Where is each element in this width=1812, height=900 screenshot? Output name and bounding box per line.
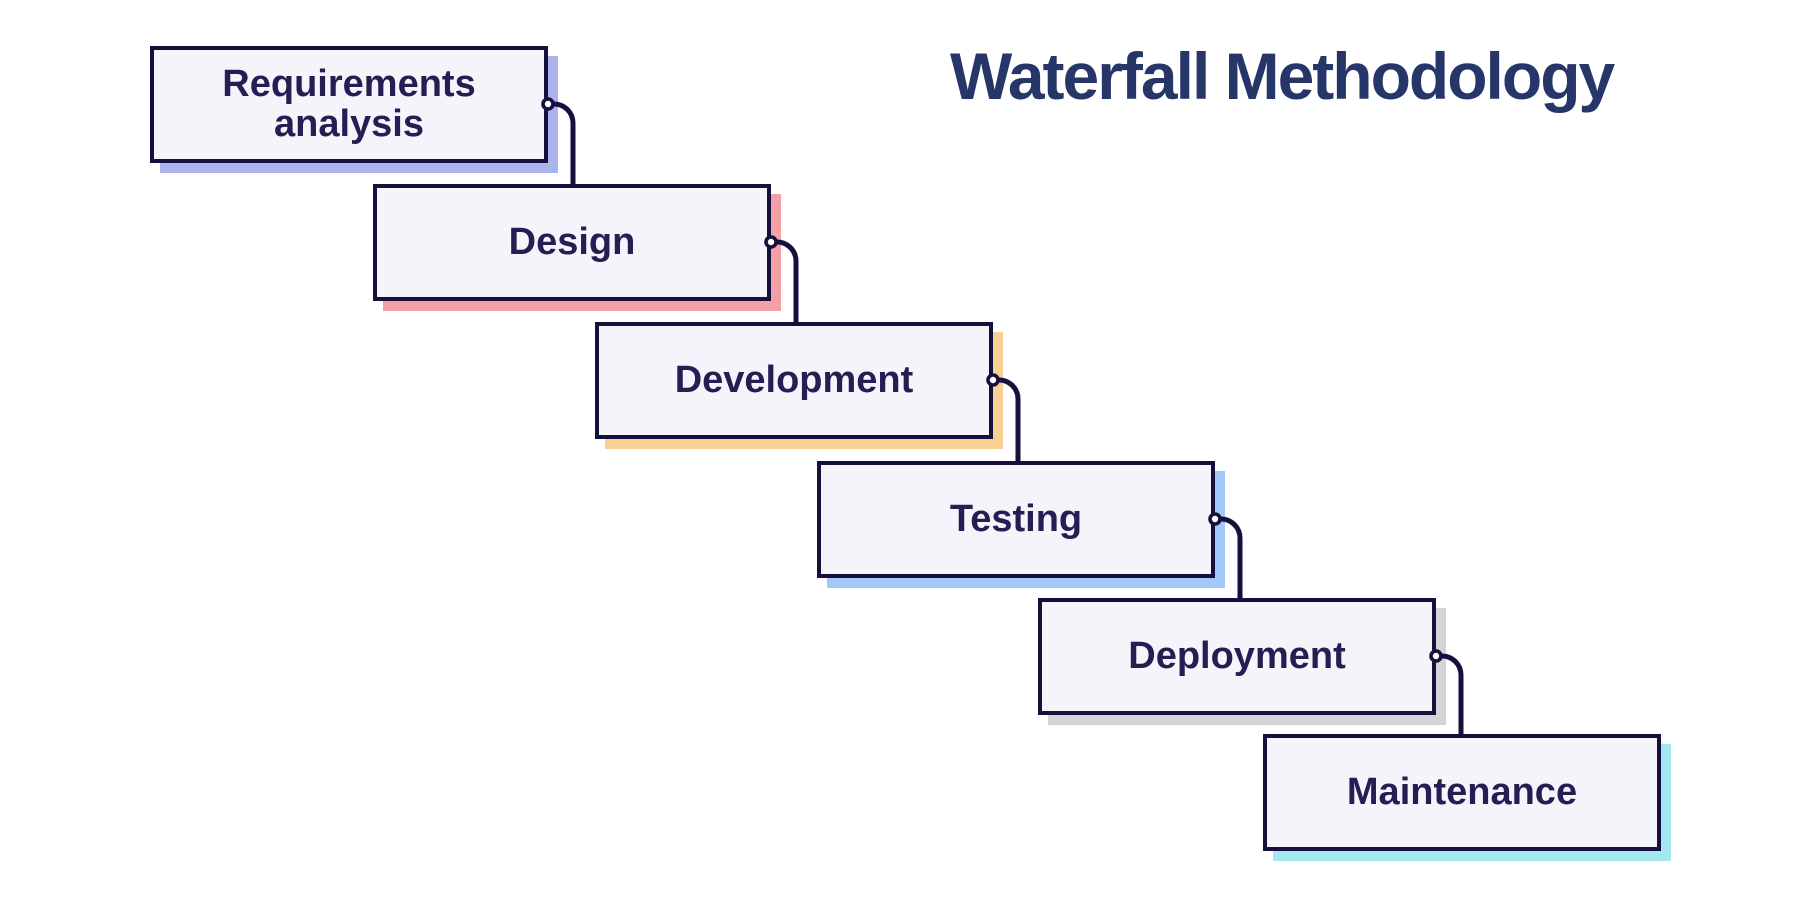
step-box-development: Development [595, 322, 993, 439]
step-box-design: Design [373, 184, 771, 301]
diagram-title: Waterfall Methodology [950, 39, 1615, 113]
step-label: Development [674, 358, 914, 401]
step-box-testing: Testing [817, 461, 1215, 578]
connector-node-icon-5 [1429, 649, 1464, 737]
step-label: Deployment [1128, 634, 1346, 677]
step-box-deployment: Deployment [1038, 598, 1436, 715]
connector-node-icon-3 [986, 373, 1021, 464]
connector-node-icon-4 [1208, 512, 1243, 601]
step-label: Requirements analysis [222, 62, 476, 145]
step-box-requirements-analysis: Requirements analysis [150, 46, 548, 163]
step-label: Design [508, 220, 636, 263]
connector-node-icon-1 [541, 97, 576, 187]
step-box-maintenance: Maintenance [1263, 734, 1661, 851]
step-label: Testing [949, 497, 1083, 540]
connector-node-icon-2 [764, 235, 799, 325]
step-label: Maintenance [1346, 770, 1578, 813]
